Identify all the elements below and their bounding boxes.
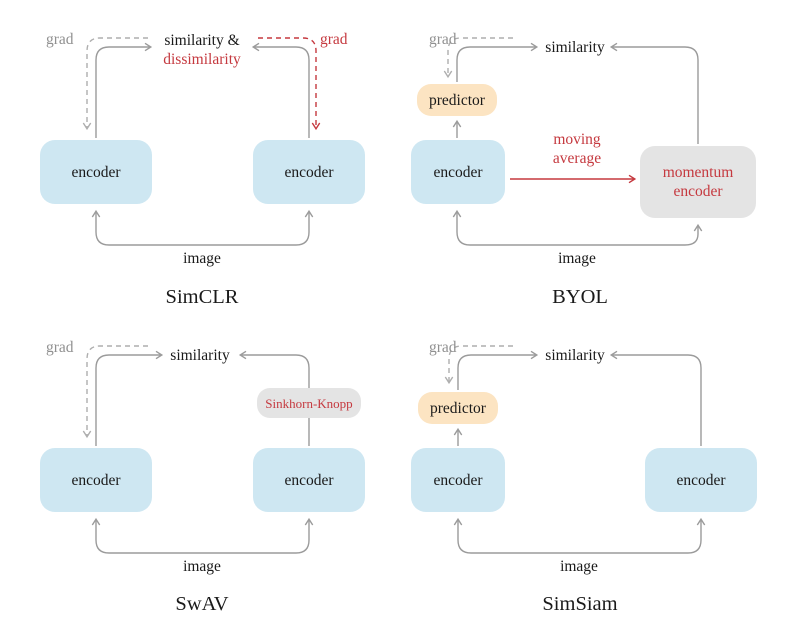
swav-title: SwAV: [175, 593, 229, 615]
swav-grad-dashed-arrow: [82, 345, 148, 439]
byol-moving-average-line1: moving: [553, 131, 601, 148]
byol-moving-average-line2: average: [552, 150, 602, 167]
simsiam-predictor-box: predictor: [418, 392, 498, 424]
simsiam-predictor-to-similarity-arrow: [457, 350, 539, 390]
simclr-loss-line1: similarity &: [164, 32, 240, 49]
byol-loss-label: similarity: [545, 39, 605, 56]
simclr-grad-right-label: grad: [320, 31, 348, 48]
swav-image-to-left-encoder-arrow: [91, 517, 202, 554]
simsiam-encoder-left-label: encoder: [433, 471, 483, 489]
simsiam-image-to-left-encoder-arrow: [453, 517, 579, 554]
simsiam-loss-label: similarity: [545, 347, 605, 364]
simclr-grad-left-dashed-arrow: [82, 37, 148, 131]
byol-grad-label: grad: [429, 31, 457, 48]
panel-byol: grad similarity predictor encoder moving…: [395, 0, 790, 318]
simclr-image-to-right-encoder-arrow: [202, 209, 314, 246]
simclr-grad-right-dashed-arrow: [258, 37, 321, 131]
byol-encoder-box: encoder: [411, 140, 505, 204]
swav-image-to-right-encoder-arrow: [202, 517, 314, 554]
simclr-encoder-right-box: encoder: [253, 140, 365, 204]
simclr-image-to-left-encoder-arrow: [91, 209, 202, 246]
swav-right-encoder-to-similarity-arrow: [238, 350, 310, 446]
simclr-left-encoder-to-similarity-arrow: [95, 42, 153, 138]
simsiam-title: SimSiam: [542, 593, 618, 615]
panel-simsiam: grad similarity predictor encoder encode…: [395, 318, 790, 636]
swav-left-encoder-to-similarity-arrow: [95, 350, 164, 446]
simsiam-predictor-label: predictor: [430, 399, 486, 417]
simsiam-encoder-left-box: encoder: [411, 448, 505, 512]
simclr-loss-line2: dissimilarity: [163, 51, 241, 68]
panel-simclr: grad grad similarity & dissimilarity enc…: [0, 0, 395, 318]
byol-image-label: image: [558, 250, 596, 267]
byol-moving-average-label: moving average: [553, 130, 601, 168]
byol-momentum-encoder-line1: momentum: [662, 164, 734, 181]
byol-image-to-momentum-encoder-arrow: [577, 223, 703, 246]
simclr-title: SimCLR: [165, 286, 239, 308]
simsiam-encoder-right-label: encoder: [676, 471, 726, 489]
simsiam-image-to-right-encoder-arrow: [579, 517, 706, 554]
simclr-grad-left-label: grad: [46, 31, 74, 48]
byol-momentum-encoder-box: momentum encoder: [640, 146, 756, 218]
simclr-encoder-left-box: encoder: [40, 140, 152, 204]
byol-predictor-label: predictor: [429, 91, 485, 109]
simsiam-right-encoder-to-similarity-arrow: [609, 350, 702, 446]
swav-encoder-left-box: encoder: [40, 448, 152, 512]
swav-grad-label: grad: [46, 339, 74, 356]
byol-momentum-encoder-to-similarity-arrow: [609, 42, 699, 144]
swav-sinkhorn-knopp-box: Sinkhorn-Knopp: [257, 388, 361, 418]
swav-sinkhorn-knopp-label: Sinkhorn-Knopp: [265, 395, 353, 411]
byol-momentum-encoder-line2: encoder: [673, 183, 723, 200]
swav-encoder-right-box: encoder: [253, 448, 365, 512]
byol-encoder-label: encoder: [433, 163, 483, 181]
byol-grad-dashed-arrow: [443, 37, 513, 79]
simclr-image-label: image: [183, 250, 221, 267]
swav-encoder-left-label: encoder: [71, 471, 121, 489]
simclr-loss-label: similarity & dissimilarity: [163, 31, 241, 69]
byol-predictor-to-similarity-arrow: [456, 42, 539, 82]
swav-encoder-right-label: encoder: [284, 471, 334, 489]
simclr-encoder-right-label: encoder: [284, 163, 334, 181]
byol-predictor-box: predictor: [417, 84, 497, 116]
panel-swav: grad similarity Sinkhorn-Knopp encoder e…: [0, 318, 395, 636]
byol-title: BYOL: [552, 286, 608, 308]
simclr-encoder-left-label: encoder: [71, 163, 121, 181]
simclr-right-encoder-to-similarity-arrow: [251, 42, 310, 138]
simsiam-encoder-right-box: encoder: [645, 448, 757, 512]
swav-loss-label: similarity: [170, 347, 230, 364]
swav-image-label: image: [183, 558, 221, 575]
simsiam-image-label: image: [560, 558, 598, 575]
byol-image-to-encoder-arrow: [452, 209, 577, 246]
simsiam-grad-label: grad: [429, 339, 457, 356]
